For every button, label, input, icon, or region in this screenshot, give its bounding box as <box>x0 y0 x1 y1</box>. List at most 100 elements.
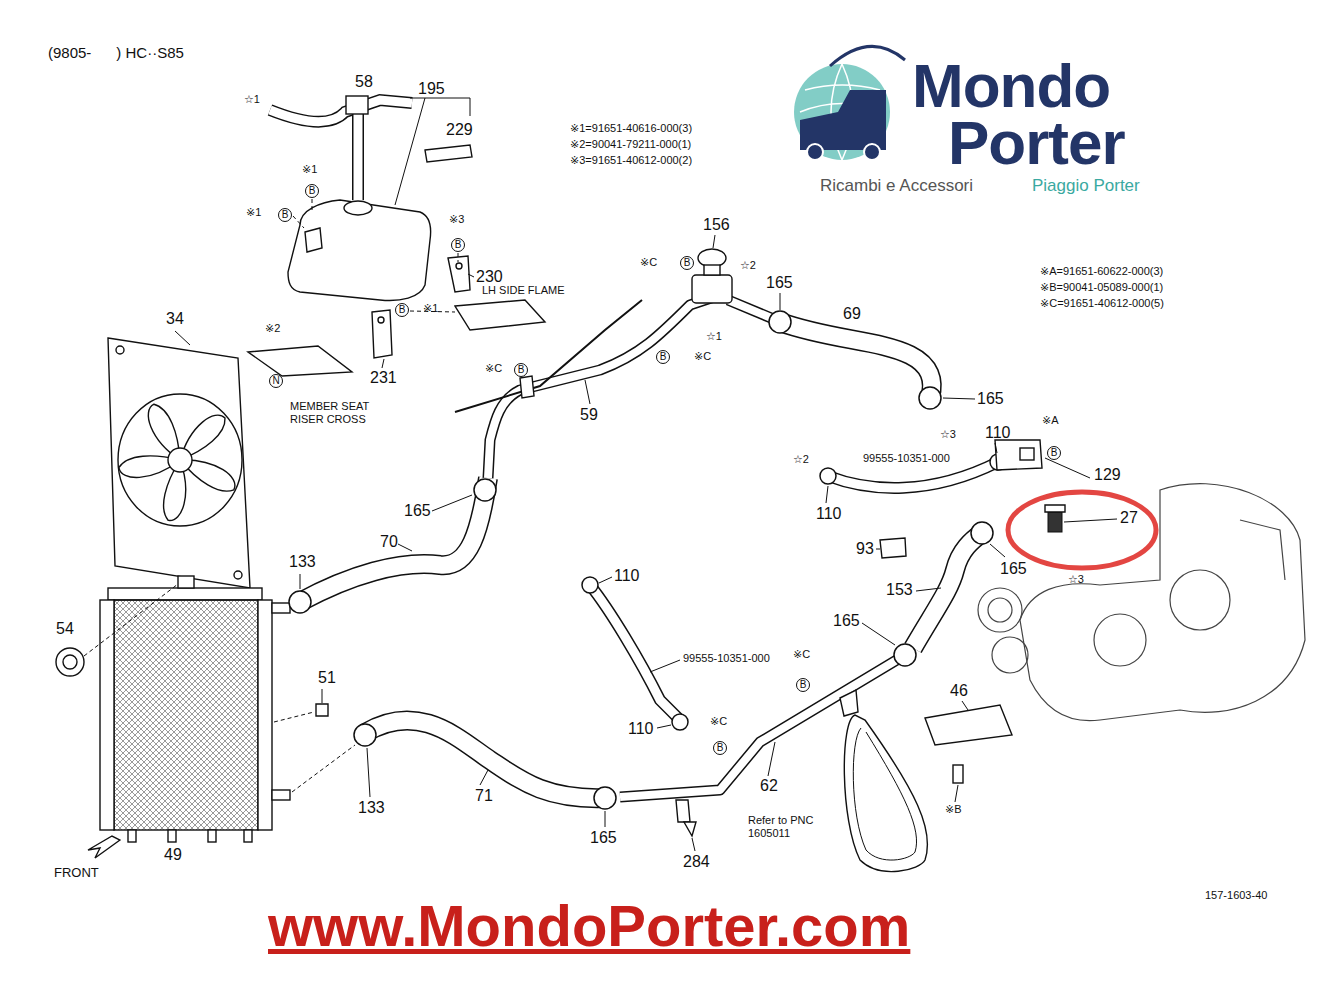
note-text: ☆1 <box>706 330 722 343</box>
reservoir-tank <box>354 112 363 200</box>
bolt-mark: B <box>395 303 409 317</box>
reservoir-tank <box>270 100 412 122</box>
direction-label: FRONT <box>54 866 99 881</box>
engine-outline <box>995 440 1042 470</box>
logo-graphic <box>794 64 890 160</box>
brackets <box>248 253 545 376</box>
mark-letter: B <box>309 186 316 196</box>
radiator <box>208 830 216 842</box>
radiator <box>272 603 290 613</box>
engine-outline <box>992 637 1028 673</box>
brackets <box>378 317 384 323</box>
leader-line <box>916 588 941 591</box>
brackets <box>248 346 352 376</box>
leader-line <box>657 725 671 728</box>
leader-line <box>943 398 975 399</box>
reservoir-tank <box>293 216 304 228</box>
leader-line <box>300 574 301 589</box>
callout-number: 59 <box>580 406 598 424</box>
leader-line <box>1064 519 1117 522</box>
leader-line <box>599 577 612 583</box>
engine-outline <box>853 728 916 860</box>
leader-line <box>1045 458 1090 478</box>
radiator <box>178 576 194 588</box>
callout-number: 110 <box>628 720 654 738</box>
radiator <box>88 836 120 858</box>
callout-number: 51 <box>318 669 336 687</box>
coolant-pipes <box>455 295 905 836</box>
fan-assembly <box>234 571 242 579</box>
bolt-mark: N <box>269 374 283 388</box>
hose-clamps <box>289 591 311 613</box>
hose-clamps <box>919 387 941 409</box>
radiator <box>56 576 355 858</box>
coolant-pipes <box>488 295 720 478</box>
note-text: ※1 <box>246 206 261 219</box>
fan-assembly <box>168 448 192 472</box>
engine-outline <box>988 598 1012 622</box>
coolant-hoses <box>300 322 998 798</box>
note-text: ※2 <box>265 322 280 335</box>
note-text: ※1=91651-40616-000(3) <box>570 122 692 135</box>
fan-assembly <box>116 346 124 354</box>
bolt-mark: B <box>305 184 319 198</box>
coolant-hoses <box>365 720 605 798</box>
callout-number: 62 <box>760 777 778 795</box>
note-text: ※B=90041-05089-000(1) <box>1040 281 1163 294</box>
note-text: ※C <box>640 256 657 269</box>
radiator <box>56 648 84 676</box>
coolant-pipes <box>728 300 776 320</box>
hose-clamps <box>354 724 376 746</box>
engine-outline <box>880 538 906 558</box>
engine-outline <box>953 765 963 783</box>
reservoir-tank <box>352 112 364 200</box>
hose-clamps <box>474 479 496 501</box>
note-text: MEMBER SEAT RISER CROSS <box>290 400 370 425</box>
mark-letter: B <box>800 680 807 690</box>
leader-line <box>955 785 958 802</box>
mark-letter: B <box>660 352 667 362</box>
reservoir-tank <box>270 96 472 300</box>
leader-line <box>480 770 488 785</box>
engine-outline <box>1170 570 1230 630</box>
leader-line <box>692 838 695 851</box>
logo-graphic <box>807 144 823 160</box>
reservoir-tank <box>305 228 322 252</box>
mark-letter: B <box>282 210 289 220</box>
callout-number: 133 <box>358 799 385 817</box>
coolant-hoses <box>300 478 488 602</box>
mark-letter: B <box>518 365 525 375</box>
leader-line <box>322 689 323 703</box>
callout-number: 49 <box>164 846 182 864</box>
coolant-pipes <box>455 300 642 412</box>
reservoir-tank <box>344 201 372 215</box>
callout-number: 46 <box>950 682 968 700</box>
leader-line <box>585 380 590 404</box>
bolt-mark: B <box>514 363 528 377</box>
leader-line <box>382 359 384 368</box>
radiator <box>244 830 252 842</box>
note-text: ※1 <box>423 302 438 315</box>
radiator <box>168 830 176 842</box>
callout-number: 70 <box>380 533 398 551</box>
hose-clamps <box>594 787 616 809</box>
coolant-hoses <box>300 478 488 602</box>
callout-number: 27 <box>1120 509 1138 527</box>
bolt-mark: B <box>796 678 810 692</box>
reservoir-tank <box>312 199 313 212</box>
callout-number: 231 <box>370 369 397 387</box>
hose-clamps <box>971 522 993 544</box>
note-text: 99555-10351-000 <box>683 652 770 665</box>
note-text: 99555-10351-000 <box>863 452 950 465</box>
logo-graphic <box>800 90 886 150</box>
highlight-ring <box>1008 492 1156 568</box>
note-text: ※C <box>485 362 502 375</box>
callout-number: 195 <box>418 80 445 98</box>
note-text: ※C <box>710 715 727 728</box>
callout-number: 230 <box>476 268 503 286</box>
note-text: ☆2 <box>740 259 756 272</box>
callout-number: 229 <box>446 121 473 139</box>
callout-number: 153 <box>886 581 913 599</box>
leader-line <box>398 544 412 551</box>
note-text: ※A=91651-60622-000(3) <box>1040 265 1163 278</box>
